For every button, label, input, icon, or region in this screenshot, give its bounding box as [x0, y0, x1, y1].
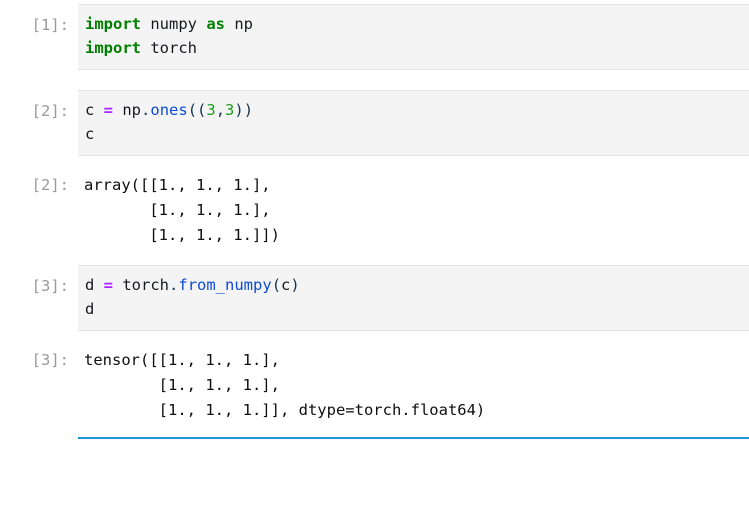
operator-assign-2: =	[103, 276, 114, 294]
variable-c: c	[85, 101, 104, 119]
jupyter-notebook: [1]: import numpy as np import torch [2]…	[0, 4, 749, 453]
output-text-2: array([[1., 1., 1.], [1., 1., 1.], [1., …	[84, 176, 280, 244]
module-torch: torch	[141, 39, 197, 57]
dot-operator-2: .	[169, 276, 179, 294]
code-cell-3[interactable]: [3]: d = torch.from_numpy(c) d	[0, 265, 749, 331]
function-from-numpy: from_numpy	[178, 276, 272, 294]
alias-np: np	[225, 15, 253, 33]
variable-d: d	[85, 276, 104, 294]
module-torch-ref: torch	[113, 276, 170, 294]
code-cell-2[interactable]: [2]: c = np.ones((3,3)) c	[0, 90, 749, 156]
output-spacer-3	[0, 331, 749, 344]
cell-spacer-2	[0, 252, 749, 265]
keyword-import-2: import	[85, 39, 141, 57]
paren-open: ((	[187, 101, 207, 119]
argument-c: c	[281, 276, 291, 294]
input-prompt-2: [2]:	[31, 102, 69, 120]
dot-operator: .	[141, 101, 151, 119]
module-np: np	[113, 101, 142, 119]
variable-d-echo: d	[85, 300, 95, 318]
output-spacer	[0, 156, 749, 169]
variable-c-echo: c	[85, 125, 95, 143]
keyword-import: import	[85, 15, 141, 33]
number-3-first: 3	[206, 101, 216, 119]
code-cell-1[interactable]: [1]: import numpy as np import torch	[0, 4, 749, 70]
cell-spacer-3	[0, 427, 749, 437]
selected-cell-indicator[interactable]	[78, 437, 749, 453]
keyword-as: as	[206, 15, 225, 33]
output-text-3: tensor([[1., 1., 1.], [1., 1., 1.], [1.,…	[84, 351, 486, 419]
cell-spacer	[0, 70, 749, 90]
comma: ,	[215, 101, 226, 119]
function-ones: ones	[150, 101, 188, 119]
output-prompt-2: [2]:	[31, 176, 69, 194]
module-numpy: numpy	[141, 15, 207, 33]
paren-open-2: (	[271, 276, 282, 294]
input-prompt-4	[0, 437, 78, 453]
code-editor-2[interactable]: c = np.ones((3,3)) c	[78, 90, 749, 156]
paren-close-2: )	[290, 276, 300, 294]
output-area-3: [3]: tensor([[1., 1., 1.], [1., 1., 1.],…	[0, 344, 749, 427]
code-cell-4-selected[interactable]	[0, 437, 749, 453]
input-prompt-1: [1]:	[31, 16, 69, 34]
code-editor-3[interactable]: d = torch.from_numpy(c) d	[78, 265, 749, 331]
paren-close: ))	[234, 101, 254, 119]
code-editor-1[interactable]: import numpy as np import torch	[78, 4, 749, 70]
output-prompt-3: [3]:	[31, 351, 69, 369]
output-area-2: [2]: array([[1., 1., 1.], [1., 1., 1.], …	[0, 169, 749, 252]
operator-assign: =	[103, 101, 114, 119]
number-3-second: 3	[225, 101, 235, 119]
input-prompt-3: [3]:	[31, 277, 69, 295]
